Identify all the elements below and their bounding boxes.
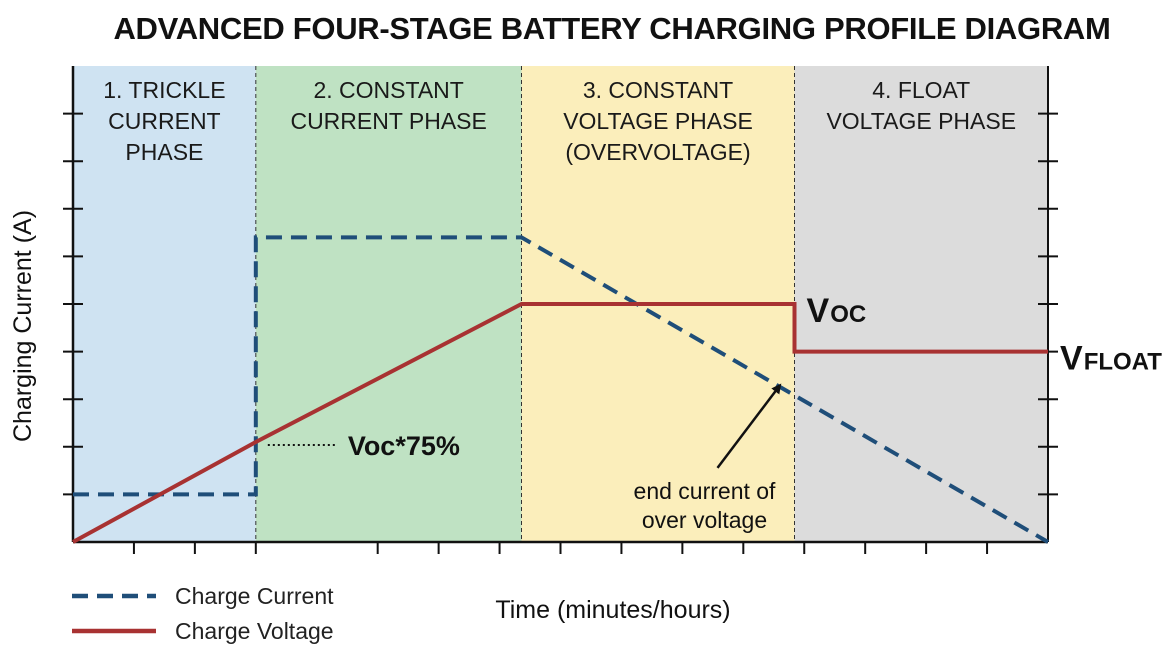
phase-2-label-line-1: 2. CONSTANT — [313, 77, 463, 103]
phase-background-1 — [73, 66, 256, 542]
vfloat-sub: FLOAT — [1084, 349, 1163, 376]
phase-1-label-line-3: PHASE — [125, 139, 203, 165]
axis-ticks — [63, 66, 1058, 554]
voc75-label: Voc*75% — [348, 431, 460, 461]
voc-sub: OC — [830, 301, 866, 328]
end-current-label-line-1: end current of — [634, 478, 777, 504]
series-lines — [72, 235, 1050, 544]
phase-1-label-line-1: 1. TRICKLE — [103, 77, 225, 103]
phase-background-4 — [794, 66, 1048, 542]
chart-title: ADVANCED FOUR-STAGE BATTERY CHARGING PRO… — [113, 11, 1110, 46]
end-current-arrow — [716, 383, 782, 469]
phase-3-label-line-2: VOLTAGE PHASE — [563, 108, 753, 134]
phase-2-label-line-2: CURRENT PHASE — [290, 108, 486, 134]
charge-current-line — [73, 235, 1050, 544]
y-axis-label: Charging Current (A) — [9, 210, 37, 442]
voc-annotation: VOC — [807, 292, 867, 330]
legend-label-voltage: Charge Voltage — [175, 618, 334, 644]
vfloat-annotation: VFLOAT — [1060, 340, 1162, 378]
phase-3-label-line-1: 3. CONSTANT — [583, 77, 733, 103]
phase-4-label-line-1: 4. FLOAT — [872, 77, 970, 103]
phase-background-2 — [255, 66, 522, 542]
x-axis-label: Time (minutes/hours) — [495, 596, 730, 624]
phase-1-label-line-2: CURRENT — [108, 108, 220, 134]
phase-labels: 1. TRICKLE CURRENT PHASE 2. CONSTANT CURRENT… — [103, 77, 1016, 165]
voc-main: V — [807, 292, 830, 330]
vfloat-main: V — [1060, 340, 1083, 378]
phase-4-label-line-2: VOLTAGE PHASE — [826, 108, 1016, 134]
end-current-label-line-2: over voltage — [642, 507, 767, 533]
legend-label-current: Charge Current — [175, 583, 334, 609]
charge-voltage-line — [72, 302, 1048, 544]
phase-3-label-line-3: (OVERVOLTAGE) — [565, 139, 750, 165]
